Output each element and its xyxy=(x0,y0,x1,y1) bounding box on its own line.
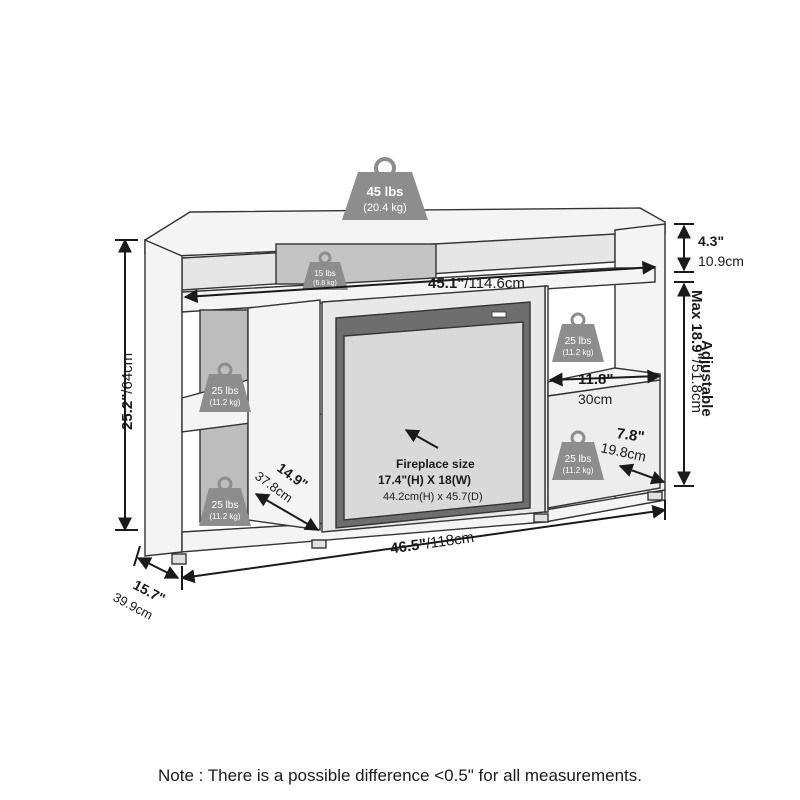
total-width-arrow xyxy=(180,504,667,584)
upper-center-weight-lbs: 15 lbs xyxy=(314,269,335,278)
back-opening xyxy=(275,243,437,285)
right-depth-in: 7.8" xyxy=(615,425,645,446)
top-weight-kg: (20.4 kg) xyxy=(363,202,406,214)
side-depth-arrow xyxy=(136,557,180,579)
foot-far-right xyxy=(647,491,663,501)
fireplace-title: Fireplace size xyxy=(396,457,475,471)
adjustable-word: Adjustable xyxy=(698,340,715,417)
right-upper-weight-lbs: 25 lbs xyxy=(565,336,592,347)
measurement-note: Note : There is a possible difference <0… xyxy=(157,766,643,785)
left-middle-weight-kg: (11.2 kg) xyxy=(210,398,241,407)
left-side-panel xyxy=(144,238,183,557)
dimension-lines xyxy=(115,223,694,590)
weight-badge-right-upper: 25 lbs (11.2 kg) xyxy=(552,312,604,362)
total-width-label: 46.5"/118cm xyxy=(389,529,475,558)
adjustable-label: Max 18.9"/51.8cm xyxy=(688,290,705,413)
right-bottom-weight-kg: (11.2 kg) xyxy=(563,466,594,475)
fireplace-pointer-arrow xyxy=(404,429,439,449)
right-shelf-arrow xyxy=(548,369,662,387)
upper-center-weight-kg: (6.8 kg) xyxy=(313,280,337,287)
right-shelf-in: 11.8" xyxy=(578,371,613,388)
top-thickness-in: 4.3" xyxy=(698,233,724,249)
weight-badge-right-bottom: 25 lbs (11.2 kg) xyxy=(552,430,604,480)
foot-left xyxy=(171,553,187,565)
right-shelf-cm: 30cm xyxy=(578,391,612,407)
right-upper-weight-kg: (11.2 kg) xyxy=(563,348,594,357)
fireplace-glass xyxy=(343,321,524,521)
left-middle-weight-lbs: 25 lbs xyxy=(212,386,239,397)
fireplace-control xyxy=(491,311,507,318)
shelf-width-label: 45.1"/114.6cm xyxy=(428,275,525,292)
shelf-width-arrow xyxy=(183,260,657,304)
top-weight-lbs: 45 lbs xyxy=(367,184,404,199)
left-bottom-weight-kg: (11.2 kg) xyxy=(210,512,241,521)
foot-center xyxy=(311,539,327,549)
weight-badge-left-middle: 25 lbs (11.2 kg) xyxy=(199,362,251,412)
height-label: 25.2"/64cm xyxy=(119,353,136,430)
left-bottom-weight-lbs: 25 lbs xyxy=(212,500,239,511)
top-thickness-cm: 10.9cm xyxy=(698,253,744,269)
right-bottom-weight-lbs: 25 lbs xyxy=(565,454,592,465)
foot-right xyxy=(533,513,549,523)
fireplace-size-cm: 44.2cm(H) x 45.7(D) xyxy=(383,491,483,503)
weight-badge-top: 45 lbs (20.4 kg) xyxy=(342,157,428,220)
fireplace-size-in: 17.4"(H) X 18(W) xyxy=(378,473,471,487)
right-depth-arrow xyxy=(618,463,666,485)
